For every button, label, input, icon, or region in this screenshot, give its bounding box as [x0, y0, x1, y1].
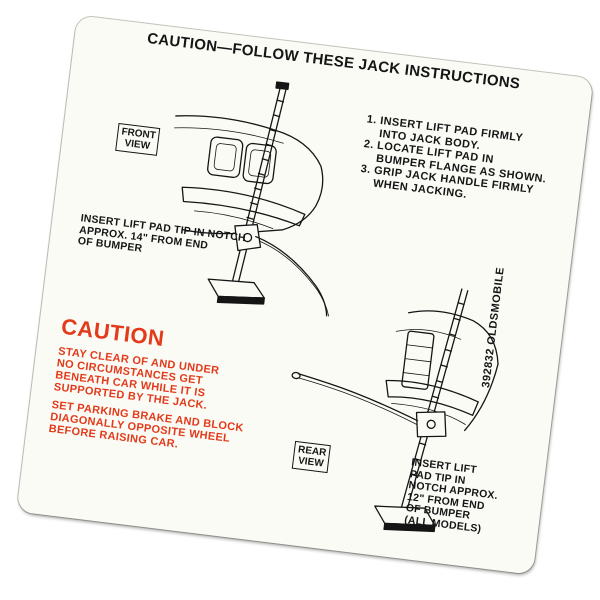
- jack-instruction-decal: CAUTION—FOLLOW THESE JACK INSTRUCTIONS 1…: [16, 15, 594, 575]
- taillight-icon: [401, 330, 435, 390]
- caution-warning: STAY CLEAR OF AND UNDER NO CIRCUMSTANCES…: [48, 345, 251, 458]
- rear-lift-pad-caption: INSERT LIFT PAD TIP IN NOTCH APPROX. 12"…: [403, 456, 499, 535]
- caution-heading: CAUTION: [59, 313, 166, 352]
- rear-jack-illustration: [291, 288, 499, 533]
- headlight-icon: [207, 136, 244, 179]
- rear-view-label: REAR VIEW: [291, 440, 332, 474]
- front-view-label: FRONT VIEW: [115, 122, 161, 156]
- front-jack-illustration: [173, 81, 330, 317]
- jack-instructions-list: 1. INSERT LIFT PAD FIRMLY INTO JACK BODY…: [358, 113, 551, 210]
